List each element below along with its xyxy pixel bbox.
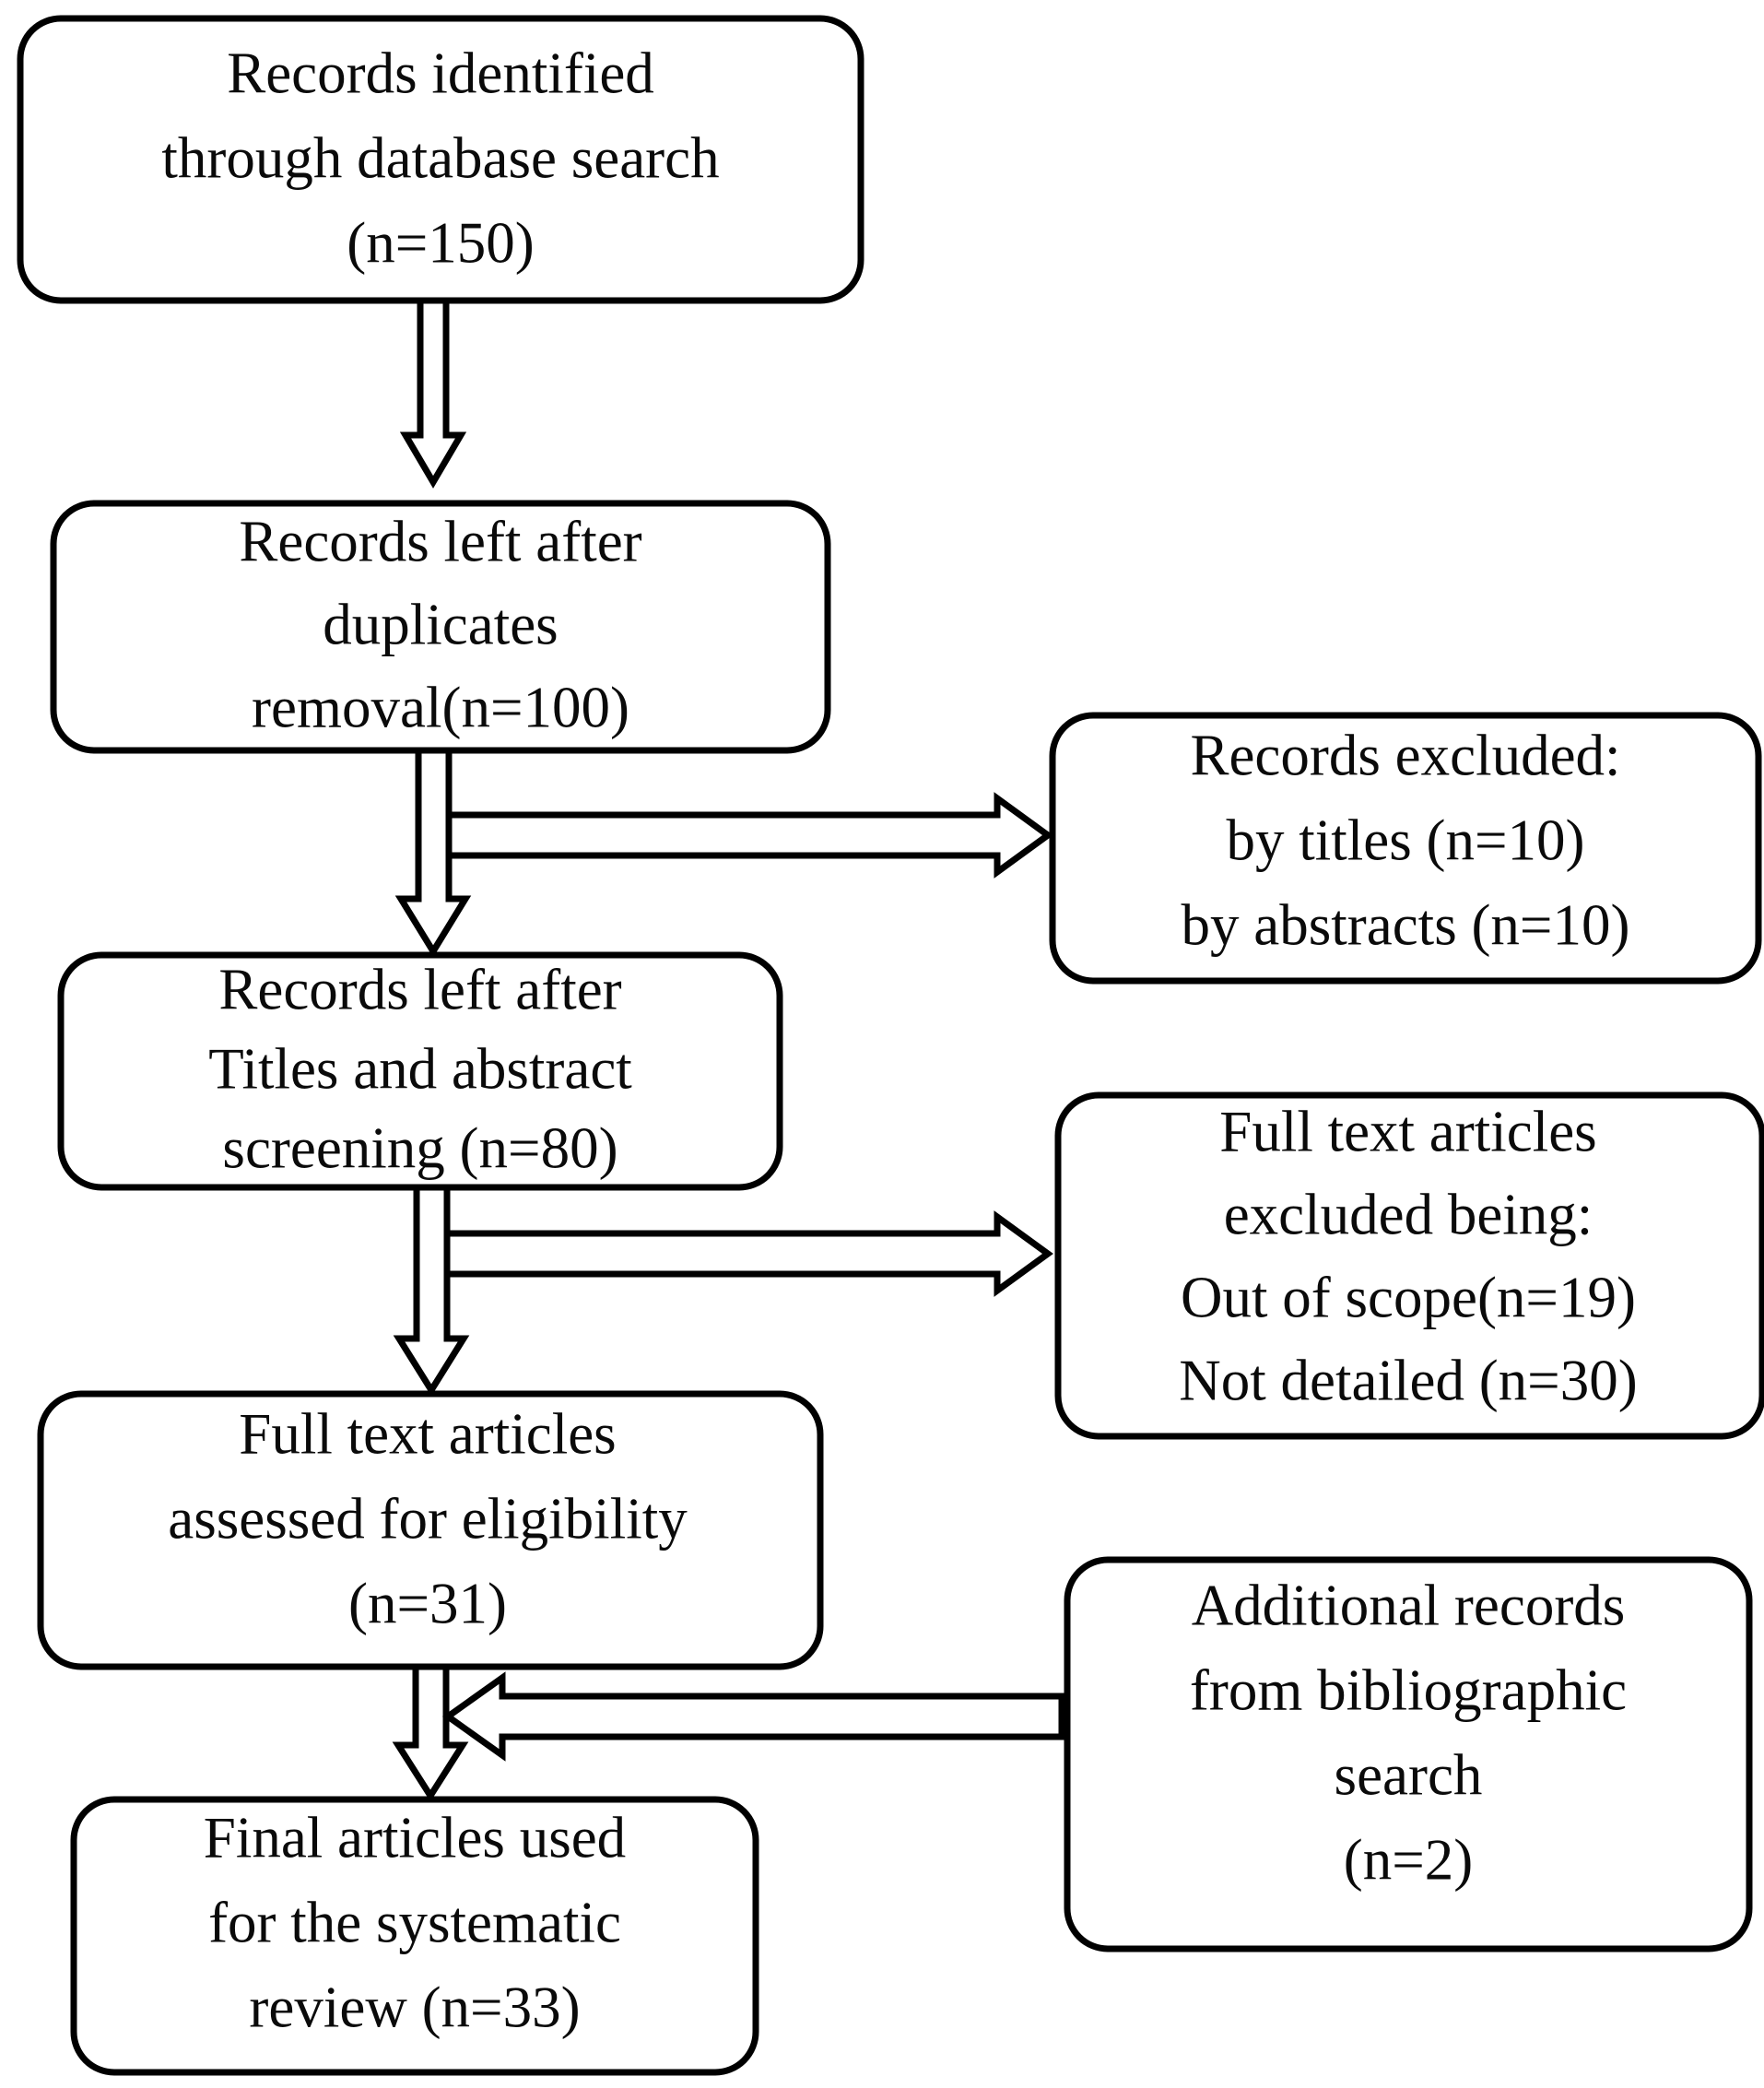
node-after-screening-line-1: Records left after [218,957,621,1021]
node-records-identified-line-3: (n=150) [347,210,535,275]
node-fulltext-excluded-line-1: Full text articles [1219,1099,1596,1163]
node-after-screening-line-2: Titles and abstract [208,1036,632,1101]
node-eligibility: Full text articles assessed for eligibil… [37,1390,824,1670]
node-final-included-line-2: for the systematic [208,1890,621,1954]
node-additional-records: Additional records from bibliographic se… [1064,1556,1753,1952]
node-after-screening-box [57,951,783,1191]
node-additional-records-line-2: from bibliographic [1190,1657,1627,1722]
node-eligibility-line-1: Full text articles [239,1401,616,1466]
node-final-included-box [70,1796,759,2076]
node-after-duplicates-box [50,500,831,754]
node-final-included: Final articles used for the systematic r… [70,1796,759,2076]
node-records-identified: Records identified through database sear… [17,15,864,304]
node-after-duplicates: Records left after duplicates removal(n=… [50,500,831,754]
edge-additional-to-final [441,1671,1065,1762]
node-records-excluded-box [1049,712,1762,985]
node-fulltext-excluded-box [1054,1091,1764,1440]
node-fulltext-excluded-line-3: Out of scope(n=19) [1181,1265,1636,1329]
node-after-screening: Records left after Titles and abstract s… [57,951,783,1191]
node-eligibility-line-3: (n=31) [348,1571,507,1635]
node-records-identified-box [17,15,864,304]
edge-screening-to-excluded-fulltext [443,1210,1053,1297]
edge-duplicates-to-screening [394,745,472,958]
node-eligibility-box [37,1390,824,1670]
node-final-included-line-1: Final articles used [204,1805,626,1870]
node-after-duplicates-line-1: Records left after [239,509,641,573]
node-records-identified-line-2: through database search [161,125,719,190]
node-fulltext-excluded-line-4: Not detailed (n=30) [1179,1348,1637,1412]
node-records-identified-line-1: Records identified [227,41,654,105]
node-additional-records-line-3: search [1335,1742,1483,1807]
node-records-excluded-line-3: by abstracts (n=10) [1182,892,1630,957]
edge-identified-to-duplicates [399,293,467,489]
node-final-included-line-3: review (n=33) [249,1975,580,2039]
node-after-duplicates-line-2: duplicates [323,592,558,656]
node-additional-records-box [1064,1556,1753,1952]
node-additional-records-line-1: Additional records [1192,1573,1626,1637]
edge-duplicates-to-excluded [445,792,1053,879]
node-after-duplicates-line-3: removal(n=100) [252,675,629,739]
node-additional-records-line-4: (n=2) [1344,1827,1474,1892]
node-records-excluded-line-2: by titles (n=10) [1227,808,1585,872]
node-eligibility-line-2: assessed for eligibility [168,1486,688,1551]
node-after-screening-line-3: screening (n=80) [222,1115,617,1180]
node-fulltext-excluded-line-2: excluded being: [1224,1182,1593,1246]
node-fulltext-excluded: Full text articles excluded being: Out o… [1054,1091,1764,1440]
node-records-excluded: Records excluded: by titles (n=10) by ab… [1049,712,1762,985]
edge-eligibility-to-final [392,1663,469,1802]
edge-screening-to-eligibility [393,1184,470,1397]
node-records-excluded-line-1: Records excluded: [1190,723,1620,787]
